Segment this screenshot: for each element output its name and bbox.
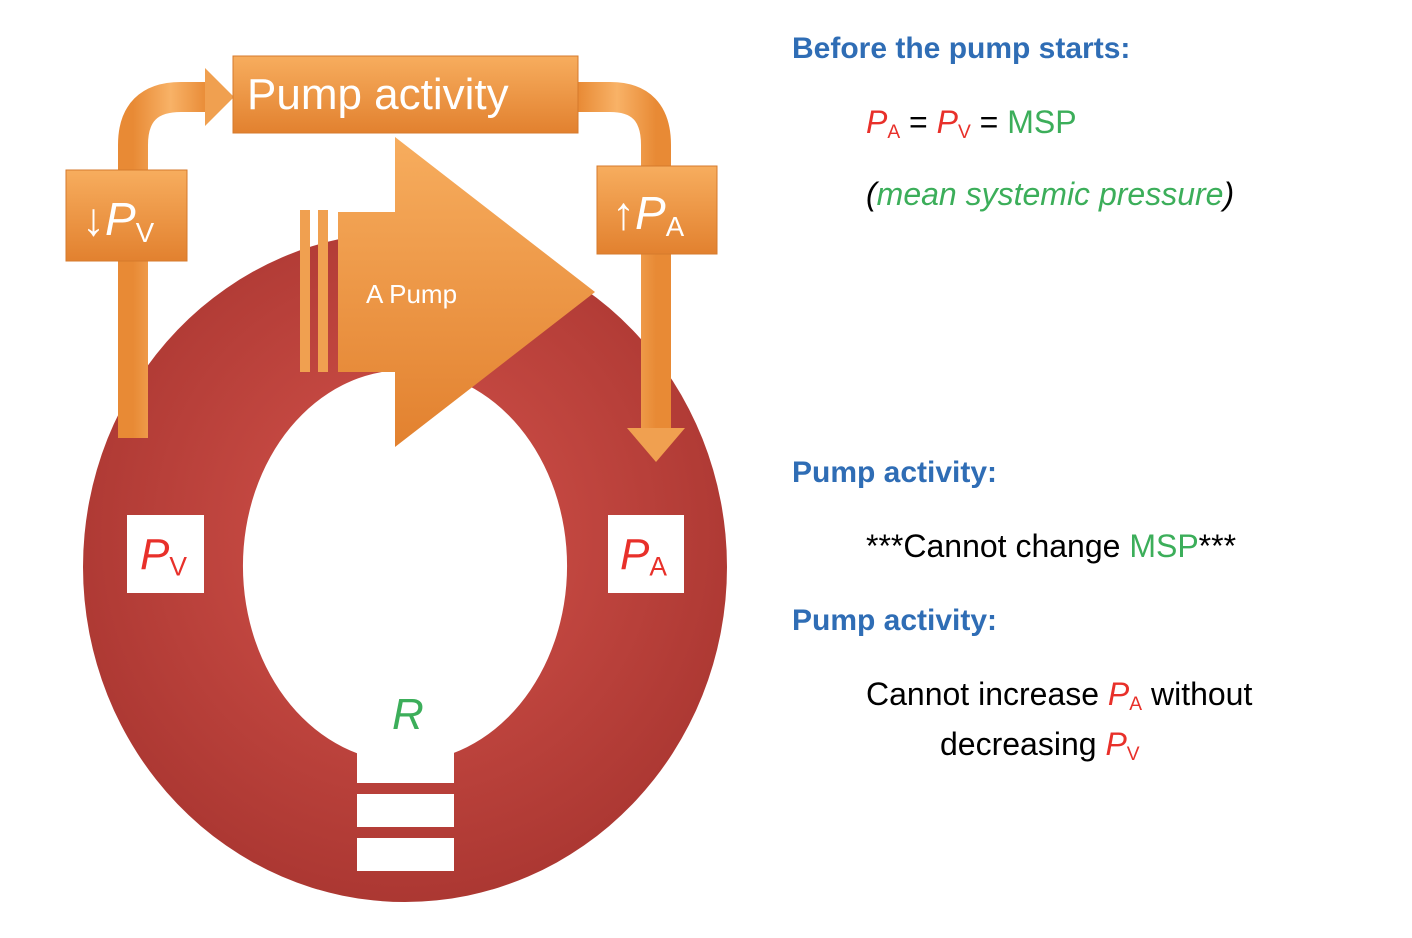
pump-arrow bbox=[300, 137, 595, 447]
cannot-increase-line-1: Cannot increase PA without bbox=[866, 676, 1253, 715]
feedback-pipe-right bbox=[578, 82, 685, 462]
down-arrow-icon: ↓ bbox=[82, 193, 105, 245]
venous-pressure-label: PV bbox=[140, 530, 187, 582]
up-arrow-icon: ↑ bbox=[612, 187, 635, 239]
venous-decrease-box bbox=[65, 169, 188, 262]
before-pump-heading: Before the pump starts: bbox=[792, 32, 1131, 65]
venous-pressure-box bbox=[127, 515, 204, 593]
circulation-ring bbox=[83, 232, 727, 902]
pump-activity-box bbox=[232, 55, 579, 134]
cannot-change-msp: ***Cannot change MSP*** bbox=[866, 528, 1237, 564]
pump-activity-heading-2: Pump activity: bbox=[792, 604, 998, 637]
arterial-pressure-label: PA bbox=[620, 530, 667, 582]
arterial-increase-box bbox=[596, 165, 718, 255]
pump-label: A Pump bbox=[366, 279, 458, 309]
venous-decrease-label: ↓PV bbox=[82, 193, 155, 248]
msp-definition: (mean systemic pressure) bbox=[866, 176, 1235, 212]
pump-activity-heading-1: Pump activity: bbox=[792, 456, 998, 489]
arterial-pressure-box bbox=[608, 515, 684, 593]
cannot-increase-line-2: decreasing PV bbox=[940, 726, 1140, 765]
resistance-ladder bbox=[357, 748, 454, 871]
arterial-increase-label: ↑PA bbox=[612, 187, 685, 242]
resistance-label: R bbox=[392, 690, 424, 739]
msp-equation: PA = PV = MSP bbox=[866, 104, 1077, 143]
feedback-pipe-left bbox=[118, 68, 234, 438]
pump-activity-label: Pump activity bbox=[247, 70, 509, 119]
